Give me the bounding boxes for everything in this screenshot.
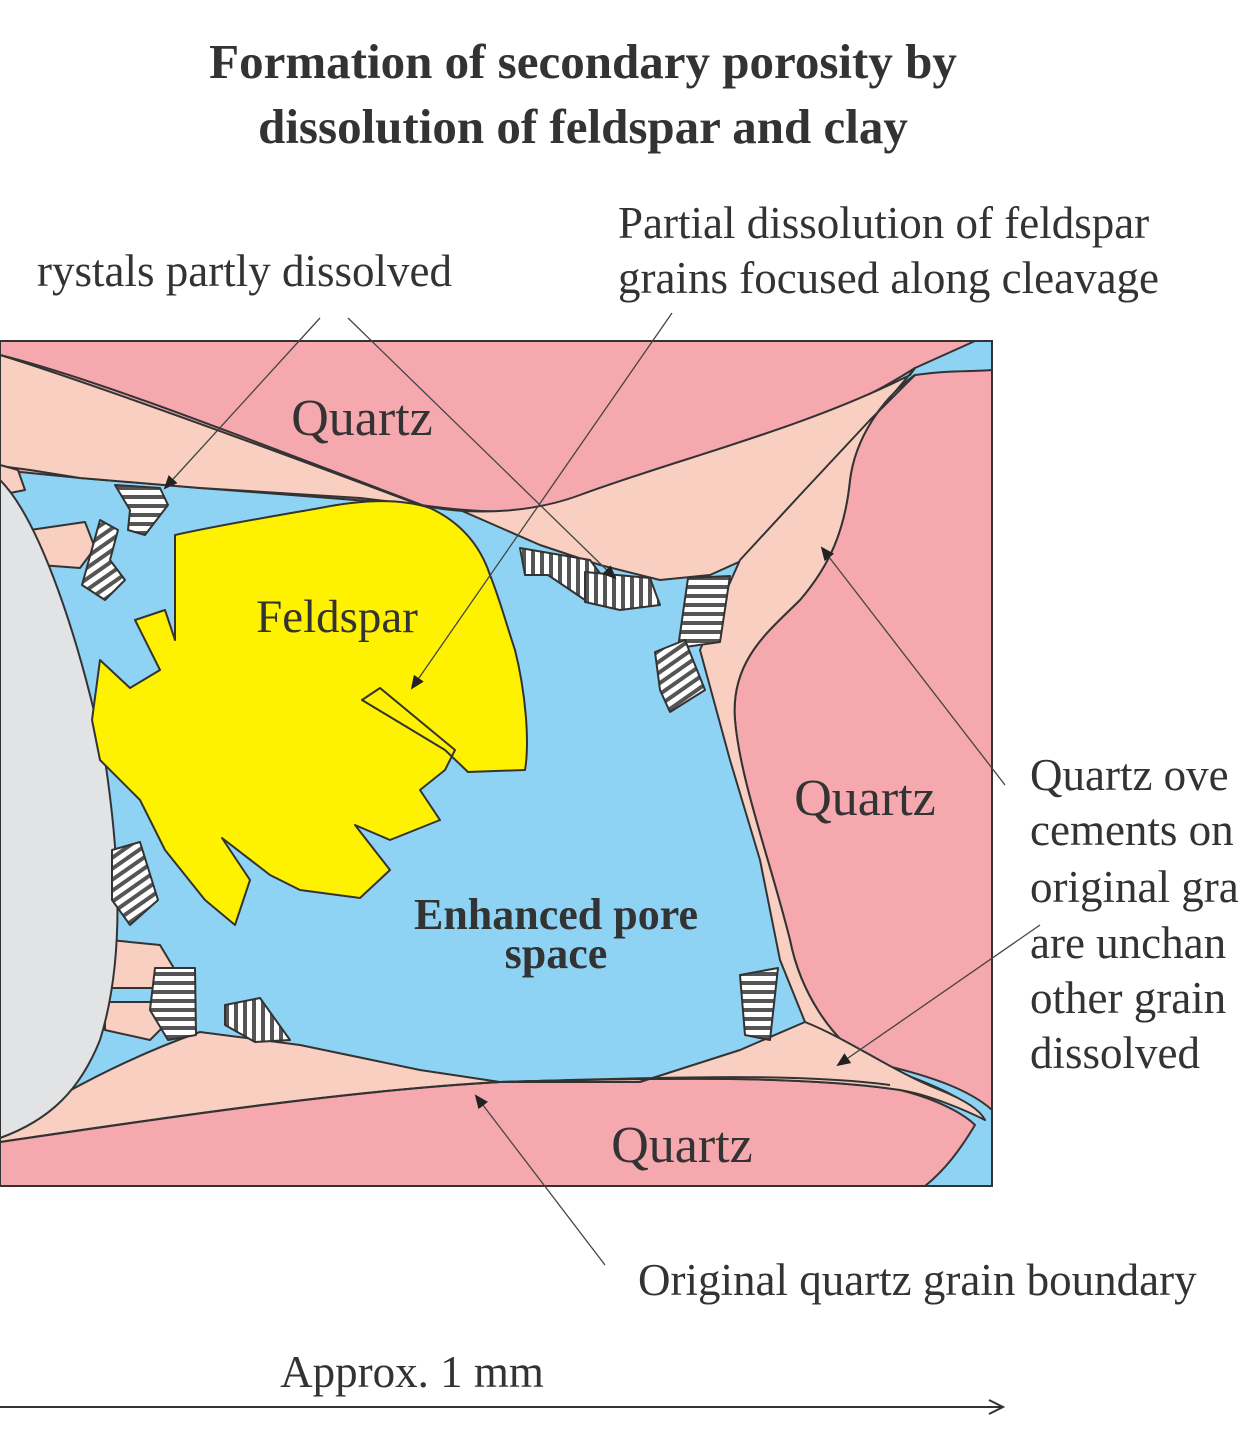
- clay-patch-10: [739, 967, 779, 1041]
- annotation-clay: rystals partly dissolved: [37, 246, 452, 296]
- label-pore-line-1: Enhanced pore: [414, 890, 698, 939]
- leader-clay-2: [347, 317, 617, 580]
- clay-patch-5: [677, 575, 731, 649]
- annotation-overgrowth-line-1: Quartz ove: [1030, 750, 1229, 800]
- leader-overgrowth-2: [836, 924, 1041, 1067]
- title-line-1: Formation of secondary porosity by: [209, 34, 957, 89]
- clay-patch-6: [654, 639, 706, 713]
- leader-feldspar: [410, 312, 673, 690]
- title-line-2: dissolution of feldspar and clay: [258, 99, 908, 154]
- clay-patch-7: [111, 841, 159, 926]
- clay-patch-1: [114, 484, 169, 536]
- annotation-overgrowth-line-2: cements on: [1030, 805, 1234, 855]
- clay-patch-4: [584, 571, 661, 611]
- clay-patch-9: [224, 997, 291, 1043]
- annotation-overgrowth-line-4: are unchan: [1030, 918, 1226, 968]
- clay-patch-8: [149, 967, 197, 1041]
- original-boundary-top: [0, 354, 431, 509]
- annotation-overgrowth-line-6: dissolved: [1030, 1028, 1200, 1078]
- annotation-overgrowth-line-3: original gra: [1030, 862, 1239, 912]
- leader-overgrowth-1: [820, 546, 1006, 786]
- leader-boundary: [474, 1094, 606, 1266]
- annotation-feldspar-line-1: Partial dissolution of feldspar: [618, 198, 1149, 248]
- leader-clay-1: [163, 317, 321, 490]
- label-quartz-top: Quartz: [291, 390, 432, 447]
- annotation-feldspar-line-2: grains focused along cleavage: [618, 253, 1159, 303]
- label-quartz-right: Quartz: [794, 770, 935, 827]
- original-boundary-bottom: [0, 1076, 891, 1143]
- clay-patch-2: [81, 519, 126, 601]
- annotation-boundary: Original quartz grain boundary: [638, 1255, 1197, 1305]
- scale-label: Approx. 1 mm: [280, 1347, 544, 1397]
- label-quartz-bottom: Quartz: [611, 1117, 752, 1174]
- feldspar-grain: [91, 500, 528, 926]
- label-feldspar: Feldspar: [256, 591, 418, 643]
- annotation-overgrowth-line-5: other grain: [1030, 973, 1226, 1023]
- label-pore-line-2: space: [505, 929, 608, 978]
